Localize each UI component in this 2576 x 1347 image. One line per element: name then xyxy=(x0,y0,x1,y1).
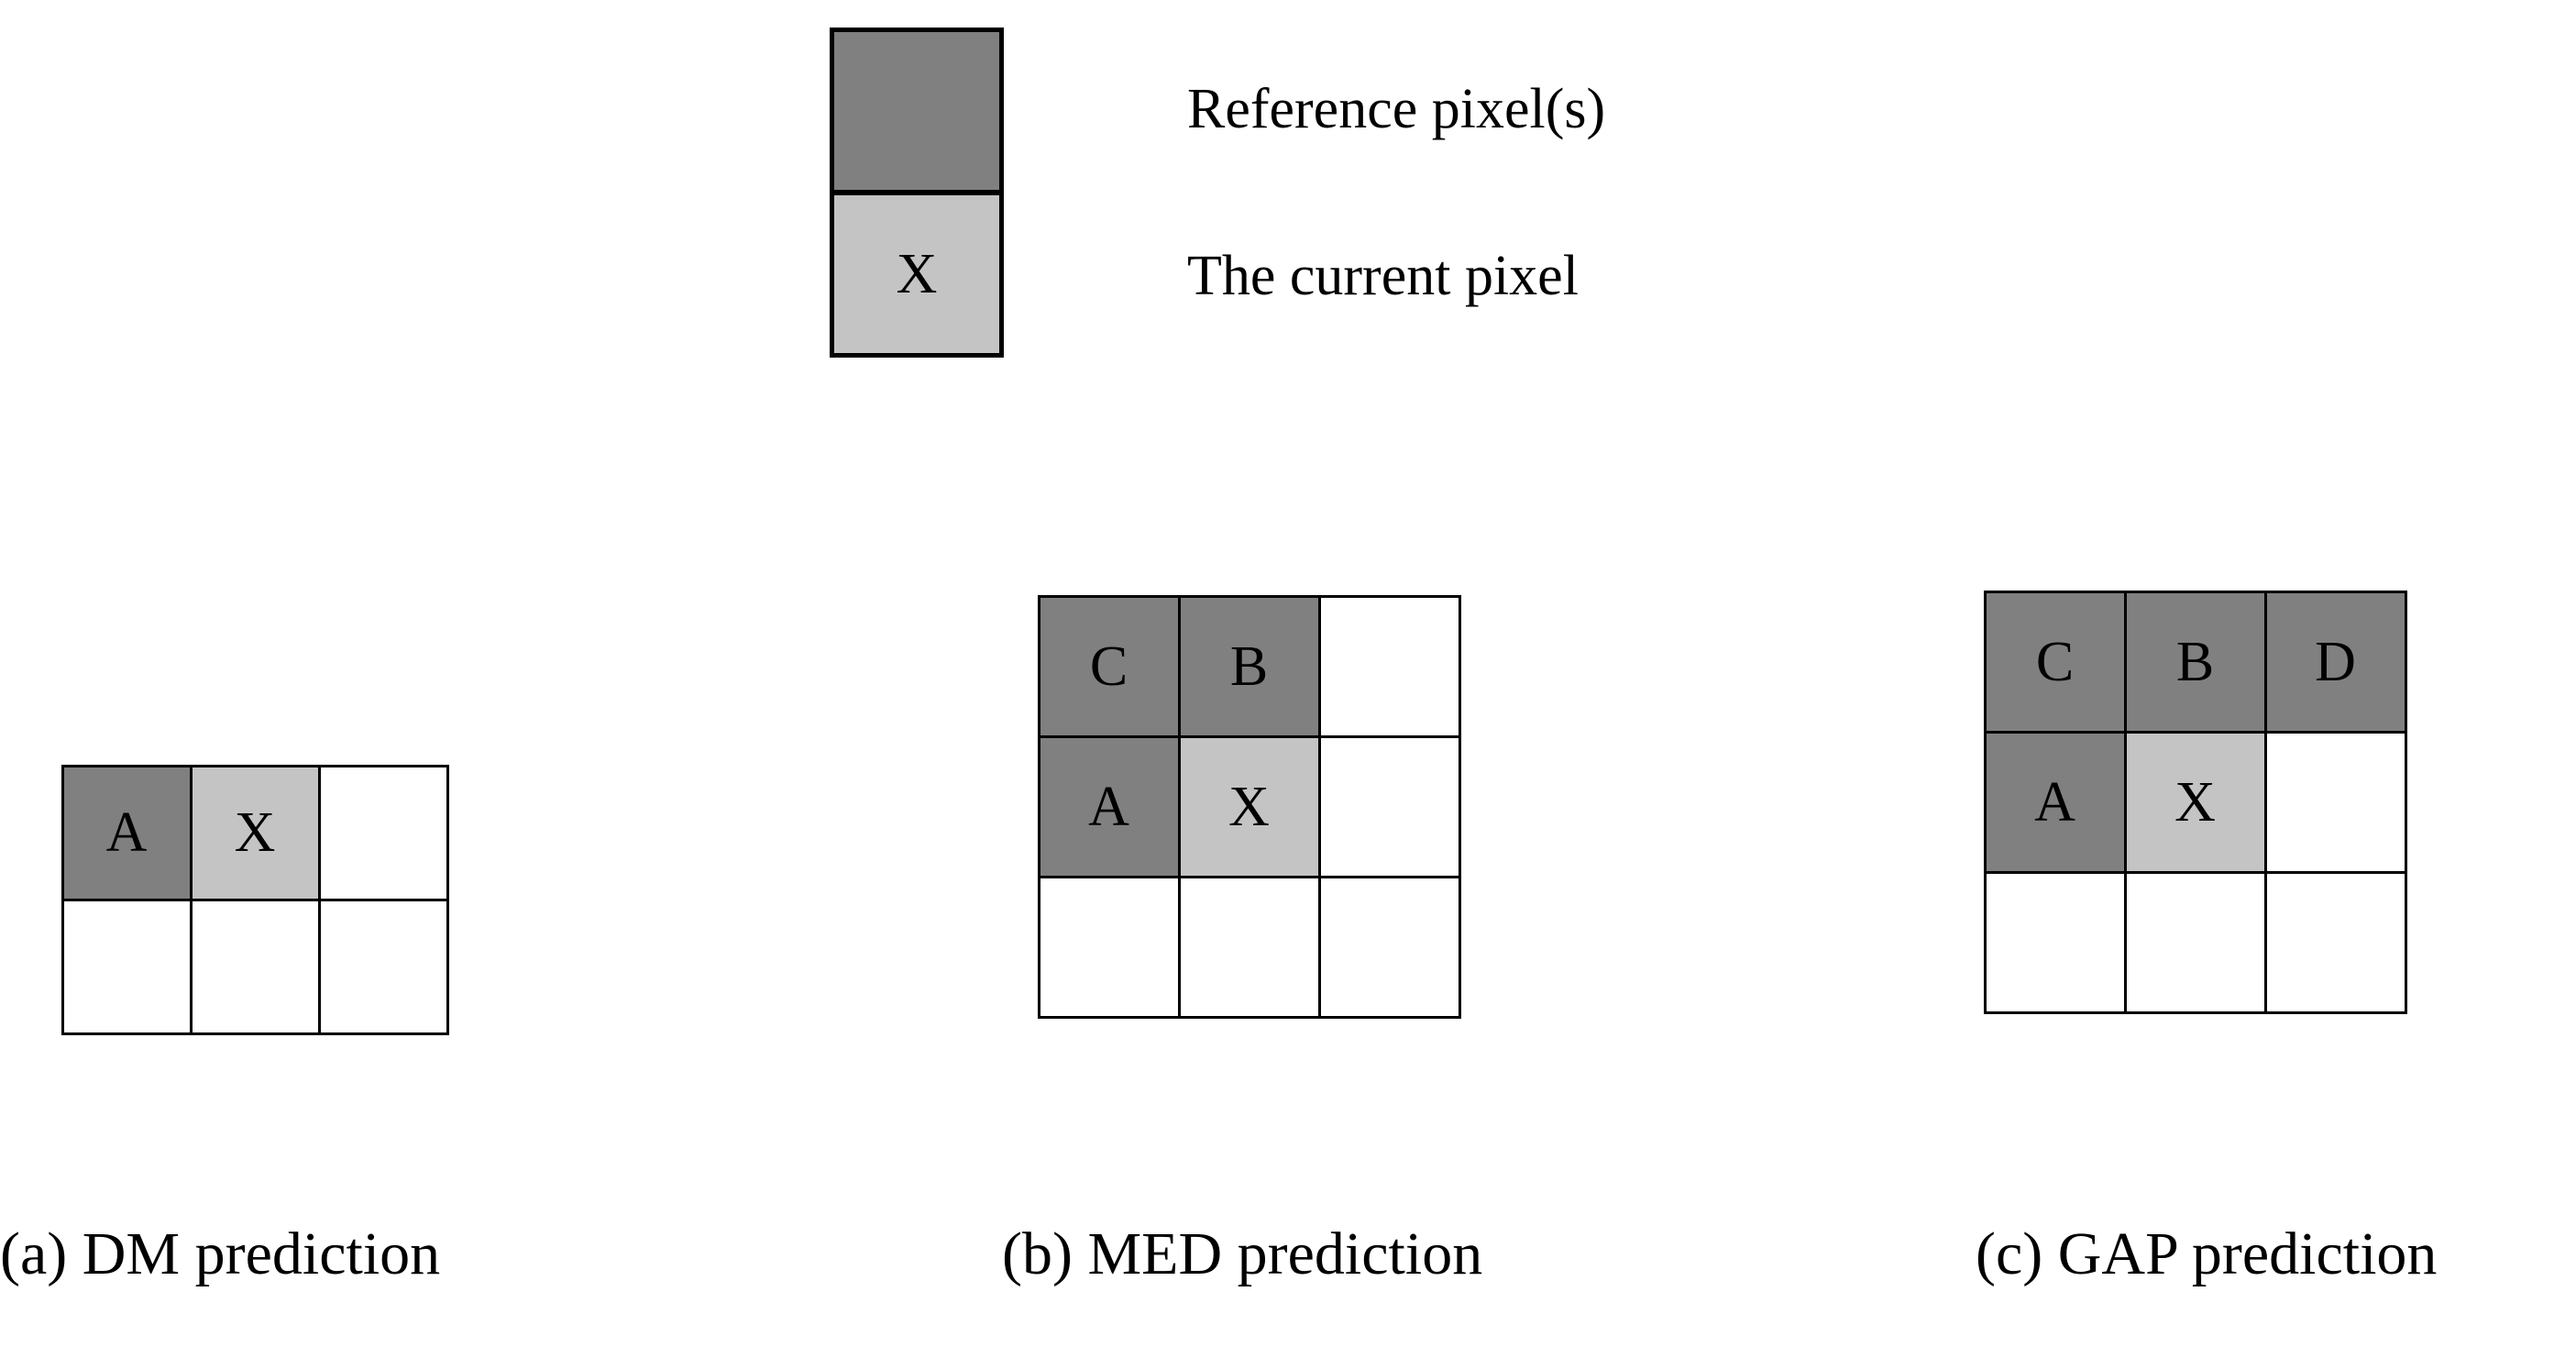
pixel-cell-med-1: B xyxy=(1177,594,1321,738)
legend: X Reference pixel(s) The current pixel xyxy=(830,28,1838,385)
pixel-cell-med-2 xyxy=(1317,594,1461,738)
reference-pixel-swatch xyxy=(830,28,1004,193)
pixel-cell-dm-5 xyxy=(317,898,449,1035)
caption-med: (b) MED prediction xyxy=(1002,1220,1483,1287)
pixel-cell-gap-6 xyxy=(1983,870,2127,1014)
pixel-cell-med-4: X xyxy=(1177,734,1321,878)
pixel-cell-gap-7 xyxy=(2123,870,2267,1014)
current-pixel-swatch: X xyxy=(830,193,1004,358)
pixel-cell-med-3: A xyxy=(1037,734,1181,878)
pixel-cell-med-8 xyxy=(1317,875,1461,1019)
pixel-cell-dm-1: X xyxy=(189,764,321,901)
pixel-cell-dm-2 xyxy=(317,764,449,901)
pixel-cell-dm-0: A xyxy=(61,764,193,901)
pixel-cell-gap-3: A xyxy=(1983,730,2127,874)
pixel-cell-dm-4 xyxy=(189,898,321,1035)
caption-gap: (c) GAP prediction xyxy=(1976,1220,2438,1287)
pixel-cell-gap-4: X xyxy=(2123,730,2267,874)
pixel-cell-gap-1: B xyxy=(2123,590,2267,734)
caption-dm: (a) DM prediction xyxy=(0,1220,441,1287)
pixel-cell-dm-3 xyxy=(61,898,193,1035)
pixel-cell-gap-0: C xyxy=(1983,590,2127,734)
pixel-cell-gap-8 xyxy=(2263,870,2407,1014)
pixel-cell-med-0: C xyxy=(1037,594,1181,738)
pixel-cell-med-6 xyxy=(1037,875,1181,1019)
pixel-cell-gap-5 xyxy=(2263,730,2407,874)
legend-label-reference: Reference pixel(s) xyxy=(1187,78,1606,140)
legend-label-current: The current pixel xyxy=(1187,245,1579,307)
pixel-cell-gap-2: D xyxy=(2263,590,2407,734)
pixel-cell-med-5 xyxy=(1317,734,1461,878)
pixel-cell-med-7 xyxy=(1177,875,1321,1019)
